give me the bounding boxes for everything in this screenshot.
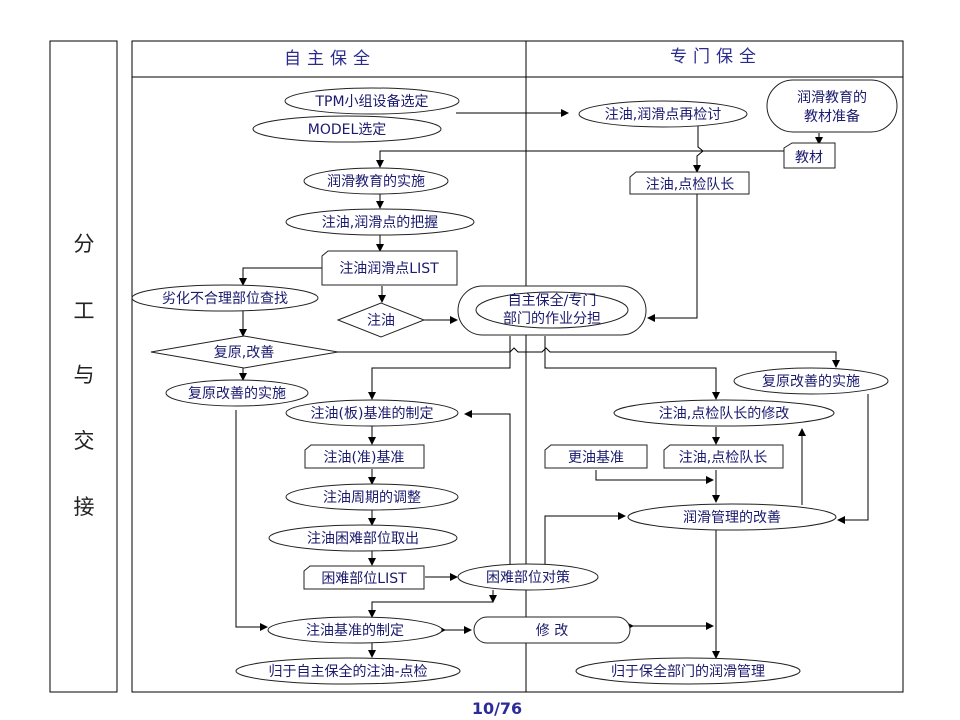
connector: [464, 410, 511, 564]
connector: [235, 410, 268, 631]
node-restore-decision[interactable]: 复原,改善: [150, 335, 339, 369]
node-edu-material-prep[interactable]: 润滑教育的 教材准备: [766, 79, 898, 133]
node-oil-team-leader[interactable]: 注油,点检队长: [629, 171, 750, 195]
node-label: 注油困难部位取出: [307, 531, 419, 547]
node-recheck[interactable]: 注油,润滑点再检讨: [578, 100, 748, 128]
node-label: 归于自主保全的注油-点检: [268, 663, 427, 680]
connector: [647, 194, 698, 322]
node-label: 自主保全/专门: [508, 292, 597, 309]
node-division[interactable]: 自主保全/专门 部门的作业分担: [457, 285, 647, 336]
node-label: 修 改: [536, 623, 568, 639]
node-label: 部门的作业分担: [503, 311, 601, 327]
node-label: TPM小组设备选定: [314, 93, 428, 110]
connector: [544, 512, 626, 564]
node-label: MODEL选定: [308, 122, 387, 138]
lane-header-left: 自主保全: [284, 49, 376, 69]
node-label: 注油,点检队长: [679, 450, 767, 466]
node-cycle-adjust[interactable]: 注油周期的调整: [285, 483, 459, 511]
node-oil-standard-doc[interactable]: 注油(准)基准: [304, 444, 425, 469]
node-tpm-select[interactable]: TPM小组设备选定: [284, 87, 460, 115]
node-label: 教材: [795, 150, 823, 166]
node-edu-impl[interactable]: 润滑教育的实施: [303, 167, 449, 195]
lane-header-right: 专门保全: [670, 47, 762, 67]
node-label: 注油,点检队长的修改: [659, 406, 789, 422]
node-restore-impl-right[interactable]: 复原改善的实施: [733, 367, 889, 395]
node-modify[interactable]: 修 改: [473, 616, 631, 644]
connector: [368, 601, 493, 618]
side-title-frame: [49, 40, 118, 693]
node-label: 注油(准)基准: [324, 449, 405, 466]
node-label: 困难部位对策: [486, 569, 570, 586]
node-label: 润滑管理的改善: [683, 509, 781, 526]
node-label: 复原改善的实施: [188, 385, 286, 402]
node-label: 注油(板)基准的制定: [311, 405, 434, 422]
node-label: 注油: [367, 313, 395, 329]
connector: [544, 336, 720, 400]
node-point-list[interactable]: 注油润滑点LIST: [321, 250, 458, 286]
node-final-left[interactable]: 归于自主保全的注油-点检: [235, 657, 461, 685]
connector: [239, 267, 322, 286]
side-title-char: 交: [74, 429, 95, 453]
connector: [693, 126, 704, 173]
node-oil-standard-set[interactable]: 注油基准的制定: [267, 616, 443, 644]
node-board-standard[interactable]: 注油(板)基准的制定: [285, 399, 459, 427]
node-label: 更油基准: [568, 449, 624, 466]
node-oiling-decision[interactable]: 注油: [336, 302, 426, 338]
node-difficult-extract[interactable]: 注油困难部位取出: [268, 524, 458, 552]
node-final-right[interactable]: 归于保全部门的润滑管理: [575, 657, 801, 685]
connector: [368, 336, 511, 400]
node-grasp-points[interactable]: 注油,润滑点的把握: [285, 208, 475, 236]
node-label: 注油润滑点LIST: [339, 260, 439, 277]
node-label: 注油,润滑点的把握: [322, 214, 438, 231]
side-title-char: 与: [74, 363, 95, 387]
connector: [338, 347, 840, 368]
page-number: 10/76: [472, 699, 522, 718]
node-label: 注油,润滑点再检讨: [605, 106, 721, 123]
node-label: 归于保全部门的润滑管理: [611, 663, 765, 680]
node-label: 复原改善的实施: [762, 373, 860, 390]
node-material[interactable]: 教材: [783, 142, 836, 169]
node-label: 教材准备: [804, 108, 860, 125]
node-change-oil-standard[interactable]: 更油基准: [544, 444, 648, 469]
node-label: 润滑教育的实施: [327, 173, 425, 190]
node-label: 注油基准的制定: [306, 622, 404, 639]
node-oil-team-leader-doc[interactable]: 注油,点检队长: [663, 444, 784, 469]
side-title-char: 分: [74, 232, 95, 256]
side-title-char: 工: [74, 299, 95, 323]
node-label: 润滑教育的: [797, 89, 867, 106]
node-restore-impl-left[interactable]: 复原改善的实施: [165, 379, 309, 407]
swimlane-frame: [131, 40, 904, 693]
node-lube-mgmt-improve[interactable]: 润滑管理的改善: [627, 503, 837, 531]
connector: [376, 150, 784, 168]
node-model-select[interactable]: MODEL选定: [252, 115, 442, 143]
node-team-leader-revise[interactable]: 注油,点检队长的修改: [613, 399, 835, 427]
node-difficult-list[interactable]: 困难部位LIST: [303, 565, 425, 590]
node-label: 复原,改善: [214, 344, 274, 361]
node-label: 劣化不合理部位查找: [162, 291, 288, 307]
connector: [837, 394, 869, 524]
node-difficult-measure[interactable]: 困难部位对策: [457, 563, 599, 591]
side-title-char: 接: [74, 495, 95, 519]
connectors: [235, 109, 869, 659]
node-label: 困难部位LIST: [321, 571, 407, 587]
node-label: 注油,点检队长: [646, 177, 734, 193]
node-label: 注油周期的调整: [323, 490, 421, 506]
connector: [595, 470, 714, 484]
node-degradation-find[interactable]: 劣化不合理部位查找: [131, 284, 319, 312]
